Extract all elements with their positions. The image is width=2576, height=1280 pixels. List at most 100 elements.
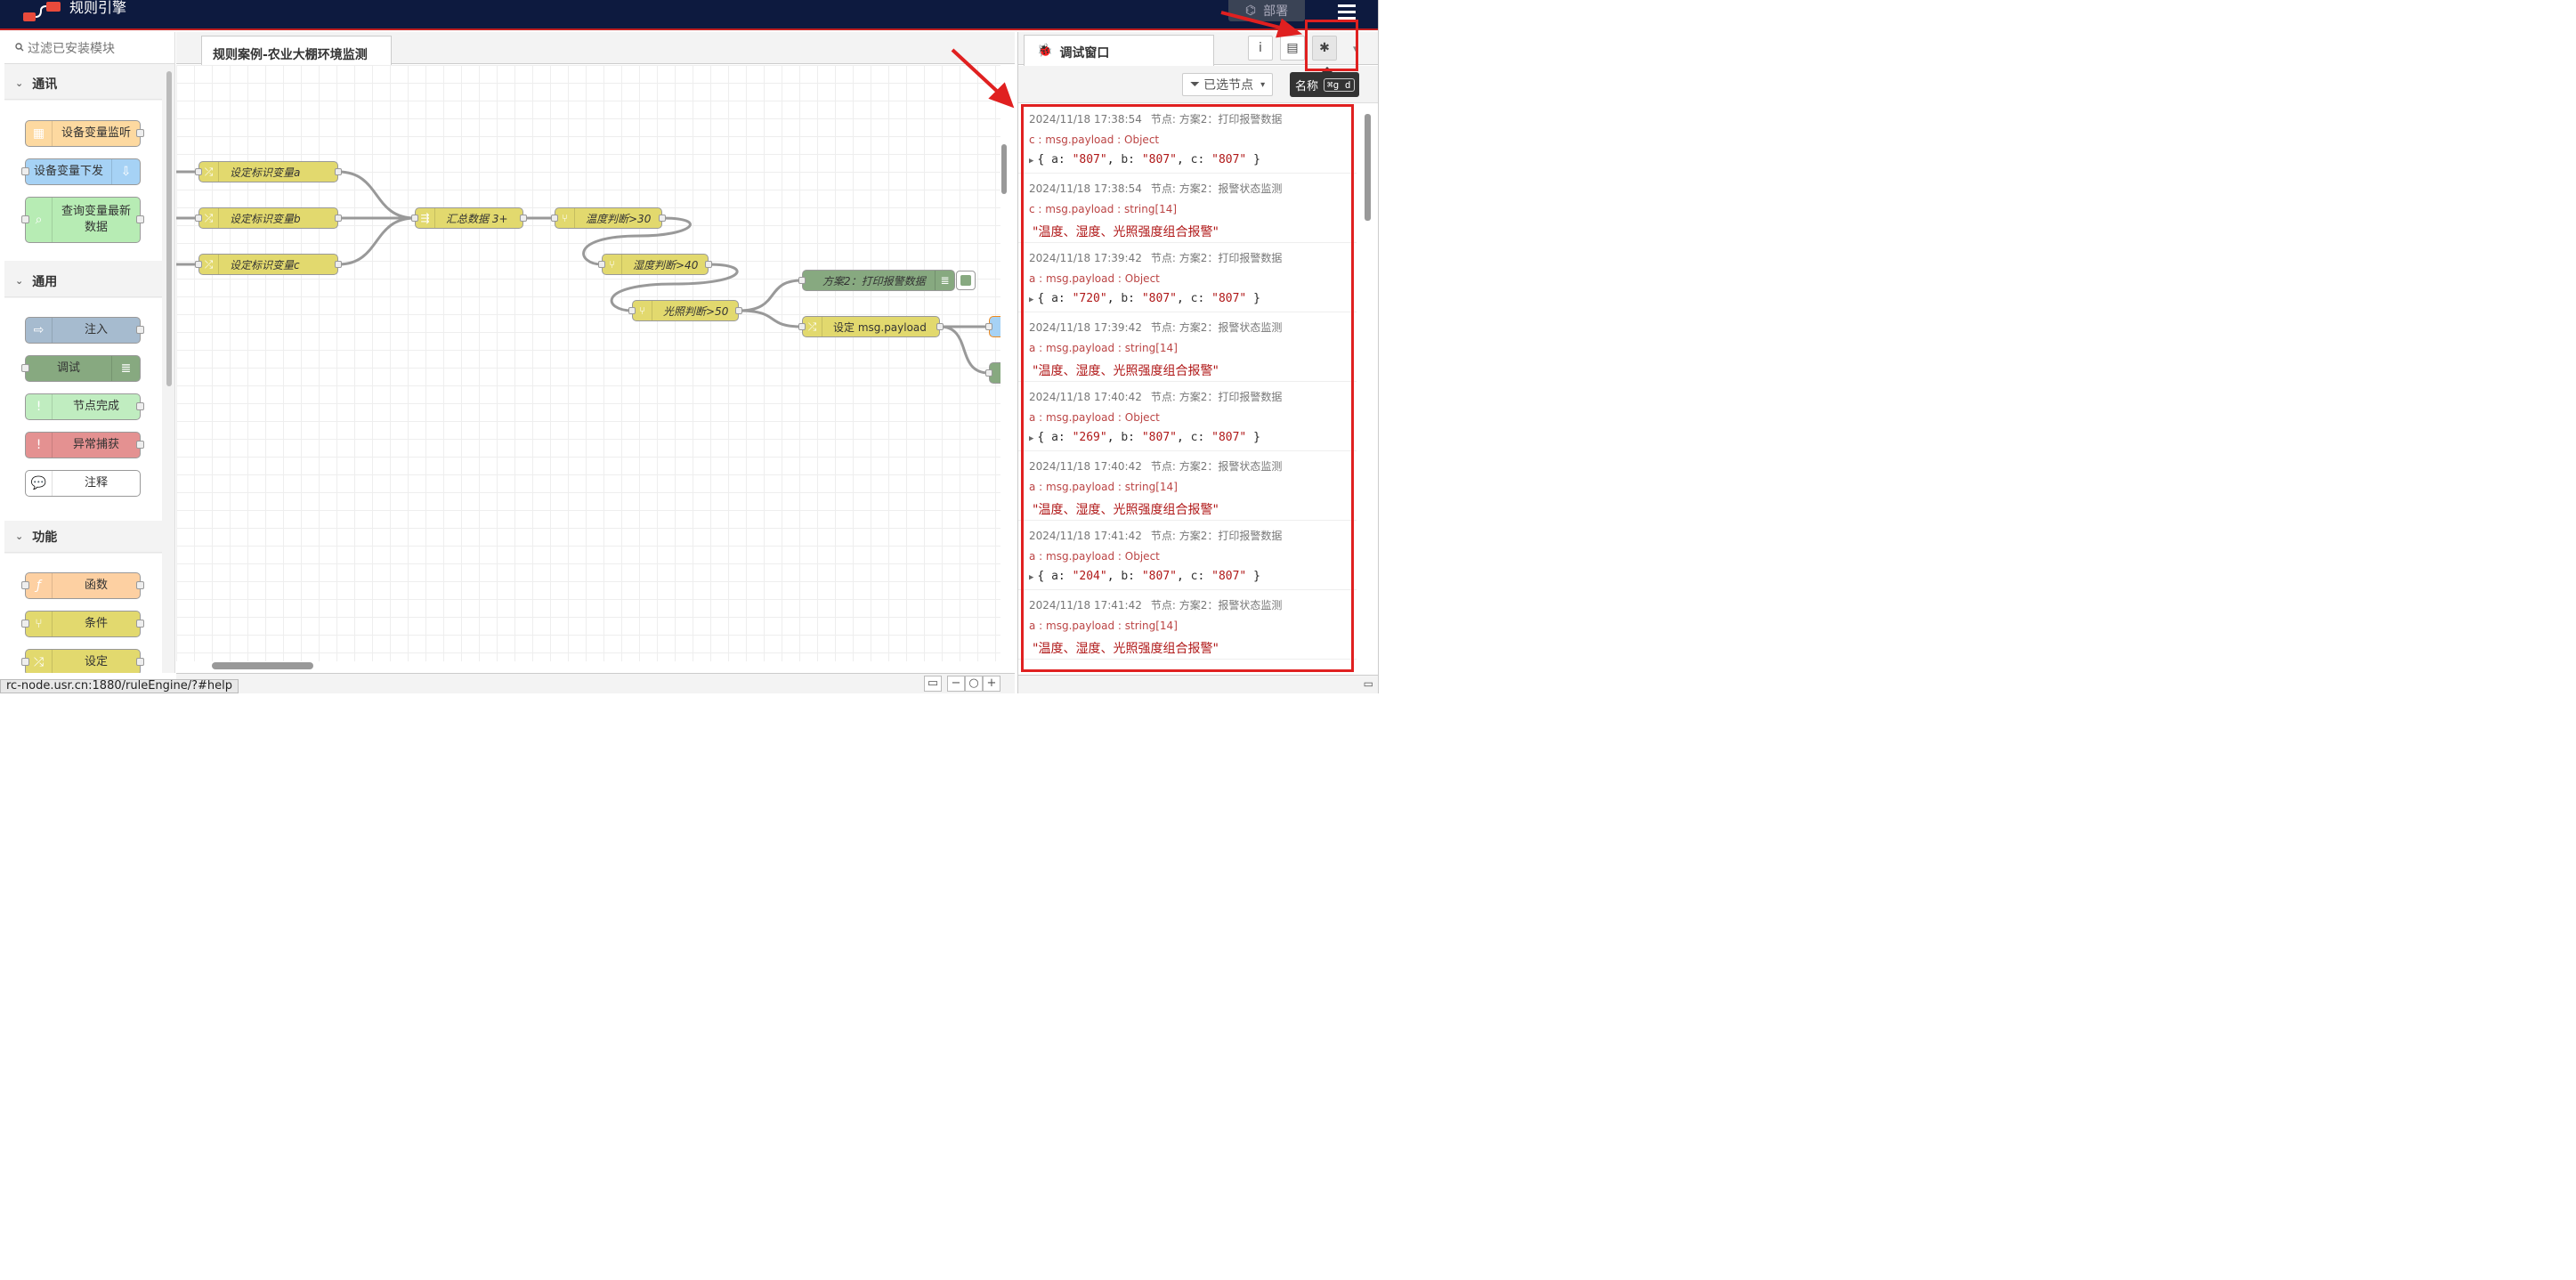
zoom-out-button[interactable]: − bbox=[947, 676, 965, 692]
message-payload[interactable]: ▶{ a: "269", b: "807", c: "807" } bbox=[1029, 431, 1260, 444]
flow-node-join[interactable]: ⇶ 汇总数据 3+ bbox=[411, 207, 527, 229]
palette-node-inject[interactable]: ⇨ 注入 bbox=[25, 317, 144, 344]
palette-node-debug[interactable]: 调试 ≣ bbox=[21, 355, 141, 382]
list-icon: ≣ bbox=[935, 271, 954, 290]
flow-node-partial-out[interactable] bbox=[985, 316, 1000, 337]
message-payload[interactable]: ▶{ a: "807", b: "807", c: "807" } bbox=[1029, 153, 1260, 166]
map-icon[interactable]: ▭ bbox=[924, 676, 942, 692]
flow-node-switch-temp[interactable]: ⑂ 温度判断>30 bbox=[551, 207, 666, 229]
flow-node-set-b[interactable]: ⤮ 设定标识变量b bbox=[195, 207, 342, 229]
debug-button[interactable]: ✱ bbox=[1312, 36, 1337, 61]
message-node[interactable]: 节点: 方案2：报警状态监测 bbox=[1150, 599, 1283, 612]
debug-message-list: 2024/11/18 17:38:54 节点: 方案2：打印报警数据 c : ms… bbox=[1018, 104, 1357, 674]
palette-node-comment[interactable]: 💬 注释 bbox=[25, 470, 141, 497]
tab-debug[interactable]: 🐞 调试窗口 bbox=[1024, 35, 1214, 66]
message-topic: a : msg.payload : string[14] bbox=[1029, 620, 1178, 632]
message-node[interactable]: 节点: 方案2：报警状态监测 bbox=[1150, 321, 1283, 334]
category-body-common: ⇨ 注入 调试 ≣ ! 节点完成 ! 异常捕获 💬 注释 bbox=[4, 298, 162, 521]
palette-node-complete[interactable]: ! 节点完成 bbox=[25, 393, 144, 420]
shuffle-icon: ⤮ bbox=[199, 255, 219, 274]
category-header-common[interactable]: ⌄ 通用 bbox=[4, 265, 162, 297]
canvas-vertical-scrollbar[interactable] bbox=[1001, 144, 1007, 194]
join-icon: ⇶ bbox=[416, 208, 435, 228]
message-node[interactable]: 节点: 方案2：报警状态监测 bbox=[1150, 182, 1283, 195]
message-payload[interactable]: ▶{ a: "204", b: "807", c: "807" } bbox=[1029, 570, 1260, 583]
shuffle-icon: ⤮ bbox=[803, 317, 822, 336]
category-header-function[interactable]: ⌄ 功能 bbox=[4, 521, 162, 553]
palette-node-change[interactable]: ⤮ 设定 bbox=[21, 649, 144, 673]
palette-node-catch[interactable]: ! 异常捕获 bbox=[25, 432, 144, 458]
message-node[interactable]: 节点: 方案2：打印报警数据 bbox=[1150, 530, 1283, 542]
expand-arrow-icon[interactable]: ▶ bbox=[1029, 573, 1034, 582]
debug-message: 2024/11/18 17:38:54 节点: 方案2：打印报警数据 c : ms… bbox=[1018, 104, 1357, 174]
flow-node-partial-debug[interactable] bbox=[985, 362, 1000, 384]
chevron-down-icon[interactable]: ▾ bbox=[1353, 43, 1358, 54]
message-topic: a : msg.payload : string[14] bbox=[1029, 481, 1178, 493]
zoom-in-button[interactable]: + bbox=[983, 676, 1000, 692]
message-payload: "温度、湿度、光照强度组合报警" bbox=[1033, 503, 1219, 517]
palette-search-input[interactable] bbox=[28, 39, 161, 59]
message-payload: "温度、湿度、光照强度组合报警" bbox=[1033, 642, 1219, 656]
debug-sidebar: 🐞 调试窗口 i ▤ ✱ ▾ ⏷ 已选节点 ▾ 名称 ⌘g d 2024/11/… bbox=[1017, 32, 1379, 693]
message-node[interactable]: 节点: 方案2：报警状态监测 bbox=[1150, 460, 1283, 473]
deploy-label: 部署 bbox=[1263, 4, 1289, 19]
help-button[interactable]: ▤ bbox=[1280, 36, 1305, 61]
filter-button[interactable]: ⏷ 已选节点 ▾ bbox=[1182, 73, 1273, 96]
query-icon: ⌕ bbox=[26, 198, 53, 242]
debug-scrollbar[interactable] bbox=[1365, 114, 1371, 221]
palette-scrollbar[interactable] bbox=[166, 71, 172, 386]
flow-node-switch-hum[interactable]: ⑂ 湿度判断>40 bbox=[598, 254, 712, 275]
chevron-down-icon: ⌄ bbox=[15, 77, 24, 89]
logo-icon bbox=[23, 2, 61, 21]
zoom-reset-button[interactable]: ○ bbox=[965, 676, 983, 692]
monitor-icon[interactable]: ▭ bbox=[1363, 677, 1373, 690]
expand-arrow-icon[interactable]: ▶ bbox=[1029, 157, 1034, 166]
filter-icon: ⏷ bbox=[1189, 77, 1201, 92]
category-label: 通讯 bbox=[32, 77, 58, 92]
inject-arrow-icon: ⇨ bbox=[26, 318, 53, 343]
flow-node-set-c[interactable]: ⤮ 设定标识变量c bbox=[195, 254, 342, 275]
search-icon bbox=[15, 43, 24, 52]
flow-node-debug-print[interactable]: 方案2：打印报警数据 ≣ bbox=[798, 270, 976, 291]
book-icon: ▤ bbox=[1286, 41, 1299, 55]
palette-node-device-listen[interactable]: ▦ 设备变量监听 bbox=[25, 120, 144, 147]
message-node[interactable]: 节点: 方案2：打印报警数据 bbox=[1150, 252, 1283, 264]
expand-arrow-icon[interactable]: ▶ bbox=[1029, 296, 1034, 304]
message-node[interactable]: 节点: 方案2：打印报警数据 bbox=[1150, 391, 1283, 403]
message-payload[interactable]: ▶{ a: "720", b: "807", c: "807" } bbox=[1029, 292, 1260, 305]
info-button[interactable]: i bbox=[1248, 36, 1273, 61]
flow-node-set-payload[interactable]: ⤮ 设定 msg.payload bbox=[798, 316, 944, 337]
message-time: 2024/11/18 17:41:42 bbox=[1029, 530, 1142, 542]
app-title: 规则引擎 bbox=[69, 0, 127, 16]
debug-toggle-button[interactable] bbox=[956, 271, 976, 290]
main-menu-button[interactable] bbox=[1333, 0, 1360, 23]
canvas-horizontal-scrollbar[interactable] bbox=[212, 662, 313, 669]
header-bar: 规则引擎 ⌬ 部署 bbox=[0, 0, 1378, 30]
switch-icon: ⑂ bbox=[555, 208, 575, 228]
list-icon: ≣ bbox=[111, 356, 140, 381]
palette-node-function[interactable]: ƒ 函数 bbox=[21, 572, 144, 599]
flow-node-switch-light[interactable]: ⑂ 光照判断>50 bbox=[628, 300, 742, 321]
message-topic: c : msg.payload : Object bbox=[1029, 134, 1160, 146]
message-node[interactable]: 节点: 方案2：打印报警数据 bbox=[1150, 113, 1283, 126]
flow-node-set-a[interactable]: ⤮ 设定标识变量a bbox=[195, 161, 342, 182]
message-time: 2024/11/18 17:39:42 bbox=[1029, 252, 1142, 264]
category-label: 通用 bbox=[32, 274, 58, 289]
flow-canvas[interactable]: ⤮ 设定标识变量a ⤮ 设定标识变量b ⤮ 设定标识变量c ⇶ 汇总数据 3+ … bbox=[176, 65, 1000, 661]
deploy-icon: ⌬ bbox=[1244, 4, 1257, 18]
palette-node-query-latest[interactable]: ⌕ 查询变量最新数据 bbox=[21, 197, 144, 243]
tab-flow[interactable]: 规则案例-农业大棚环境监测 bbox=[201, 36, 392, 65]
category-header-comm[interactable]: ⌄ 通讯 bbox=[4, 68, 162, 100]
palette-node-switch[interactable]: ⑂ 条件 bbox=[21, 611, 144, 637]
category-body-function: ƒ 函数 ⑂ 条件 ⤮ 设定 bbox=[4, 554, 162, 673]
caret-down-icon: ▾ bbox=[1260, 79, 1266, 90]
palette-node-device-write[interactable]: 设备变量下发 ⇩ bbox=[21, 158, 141, 185]
message-time: 2024/11/18 17:38:54 bbox=[1029, 113, 1142, 126]
expand-arrow-icon[interactable]: ▶ bbox=[1029, 434, 1034, 443]
message-time: 2024/11/18 17:38:54 bbox=[1029, 182, 1142, 195]
